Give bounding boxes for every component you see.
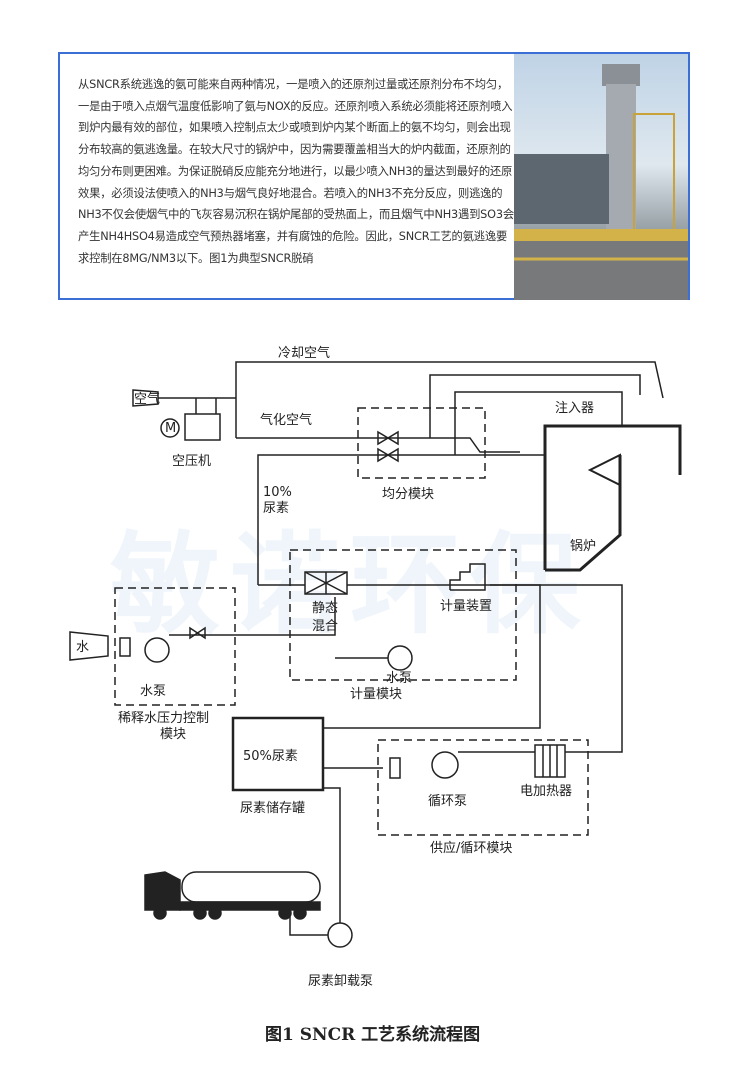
dilution-module-label-2: 模块 [160,727,186,742]
water-source-icon [69,631,109,661]
static-mixer-label-2: 混合 [312,619,338,634]
circulation-pump-icon [431,751,459,779]
plant-photo [514,54,688,300]
urea-50-label: 50%尿素 [243,749,298,764]
air-label: 空气 [134,391,160,407]
injector-label: 注入器 [555,401,594,416]
electric-heater-label: 电加热器 [520,784,572,799]
motor-label: M [165,421,176,436]
distribution-module-box [357,407,486,479]
motor-icon [160,418,180,438]
plant-photo-illustration [514,64,688,300]
compressor-label: 空压机 [172,454,211,469]
boiler-label: 锅炉 [570,538,596,554]
atomizing-air-label: 气化空气 [260,412,312,428]
valve-icon [377,430,399,446]
water-pump-label: 水泵 [386,671,412,686]
cooling-air-label: 冷却空气 [278,345,330,361]
urea-tank-icon [231,716,325,792]
dilution-pump-label: 水泵 [140,684,166,699]
distribution-module-label: 均分模块 [382,487,434,502]
dilution-module-box [114,587,236,706]
dilution-pump-icon [144,637,170,663]
water-label: 水 [76,640,89,655]
unload-pump-label: 尿素卸载泵 [308,973,373,989]
tanker-truck-icon [144,871,321,920]
supply-module-box [377,739,589,836]
metering-device-label: 计量装置 [440,599,492,614]
air-intake-icon [132,389,159,407]
metering-module-box [289,549,517,681]
supply-module-label: 供应/循环模块 [430,840,512,856]
urea-tank-label: 尿素储存罐 [240,801,305,816]
figure-caption: 图1 SNCR 工艺系统流程图 [265,1024,480,1045]
water-pump-icon [387,645,413,671]
metering-module-label: 计量模块 [350,687,402,702]
boiler-icon [543,424,682,572]
intro-paragraph: 从SNCR系统逃逸的氨可能来自两种情况，一是喷入的还原剂过量或还原剂分布不均匀，… [78,78,514,265]
dilution-module-label-1: 稀释水压力控制 [118,711,209,726]
metering-device-icon [449,563,486,591]
circulation-pump-label: 循环泵 [428,794,467,809]
compressor-icon [184,413,221,441]
intro-box: 从SNCR系统逃逸的氨可能来自两种情况，一是喷入的还原剂过量或还原剂分布不均匀，… [58,52,690,300]
urea-10-label: 尿素 [263,501,289,516]
valve-icon [377,447,399,463]
unload-pump-icon [327,922,353,948]
urea-10-pct-label: 10% [263,485,292,500]
static-mixer-label-1: 静态 [312,601,338,616]
